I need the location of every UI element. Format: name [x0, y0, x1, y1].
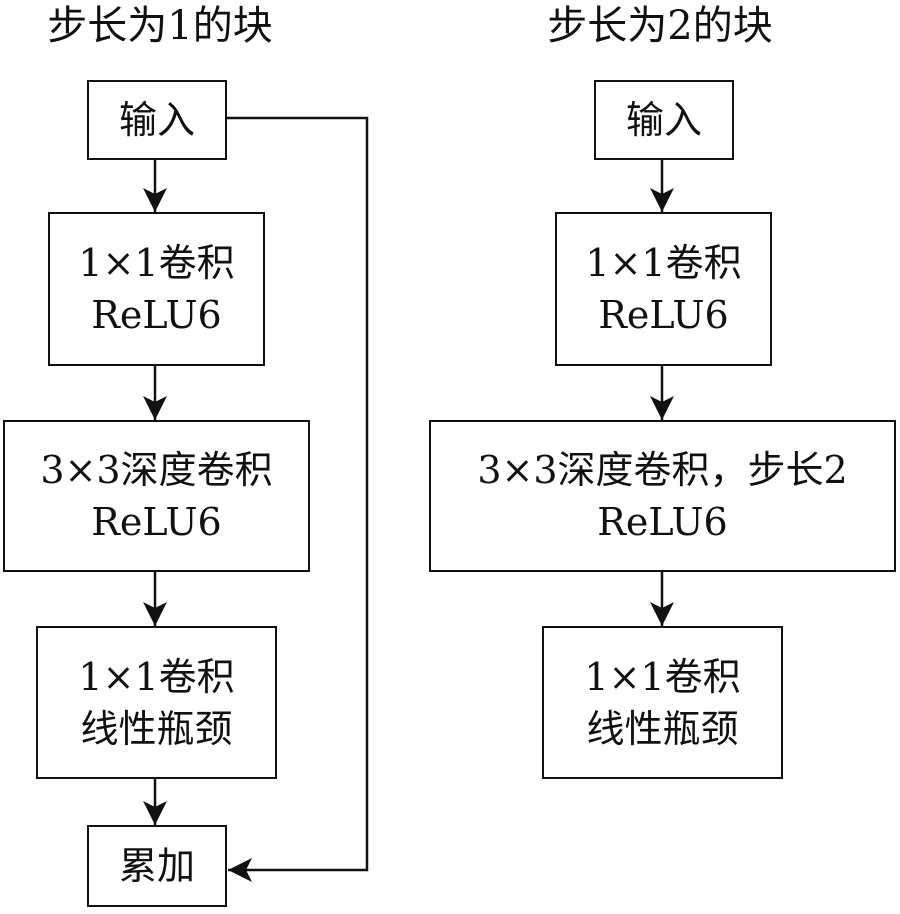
left-depthwise-line2: ReLU6 — [91, 500, 222, 544]
left-add-box: 累加 — [87, 825, 227, 907]
left-conv2-line2: 线性瓶颈 — [80, 706, 233, 751]
right-input-label: 输入 — [625, 98, 702, 142]
residual-shortcut-arrow — [226, 116, 369, 882]
left-conv2-line1: 1×1卷积 — [78, 654, 235, 699]
left-input-label: 输入 — [118, 98, 195, 142]
left-input-box: 输入 — [87, 80, 227, 160]
right-depthwise-line1: 3×3深度卷积，步长2 — [477, 448, 848, 492]
left-depthwise-box: 3×3深度卷积 ReLU6 — [3, 420, 310, 572]
left-conv1-line2: ReLU6 — [91, 293, 222, 337]
left-conv2-box: 1×1卷积 线性瓶颈 — [36, 626, 277, 779]
left-depthwise-line1: 3×3深度卷积 — [40, 448, 273, 492]
right-conv1-line1: 1×1卷积 — [585, 241, 742, 285]
title-stride-2-block: 步长为2的块 — [547, 3, 773, 49]
right-conv1-box: 1×1卷积 ReLU6 — [555, 212, 772, 366]
right-conv2-box: 1×1卷积 线性瓶颈 — [542, 626, 783, 779]
right-conv2-line2: 线性瓶颈 — [586, 706, 739, 751]
right-conv2-line1: 1×1卷积 — [584, 654, 741, 699]
left-conv1-line1: 1×1卷积 — [78, 241, 235, 285]
right-depthwise-box: 3×3深度卷积，步长2 ReLU6 — [429, 420, 896, 572]
right-conv1-line2: ReLU6 — [598, 293, 729, 337]
left-conv1-box: 1×1卷积 ReLU6 — [48, 212, 265, 366]
title-stride-1-block: 步长为1的块 — [47, 3, 273, 49]
right-input-box: 输入 — [594, 80, 734, 160]
left-add-label: 累加 — [118, 844, 195, 888]
right-depthwise-line2: ReLU6 — [597, 500, 728, 544]
